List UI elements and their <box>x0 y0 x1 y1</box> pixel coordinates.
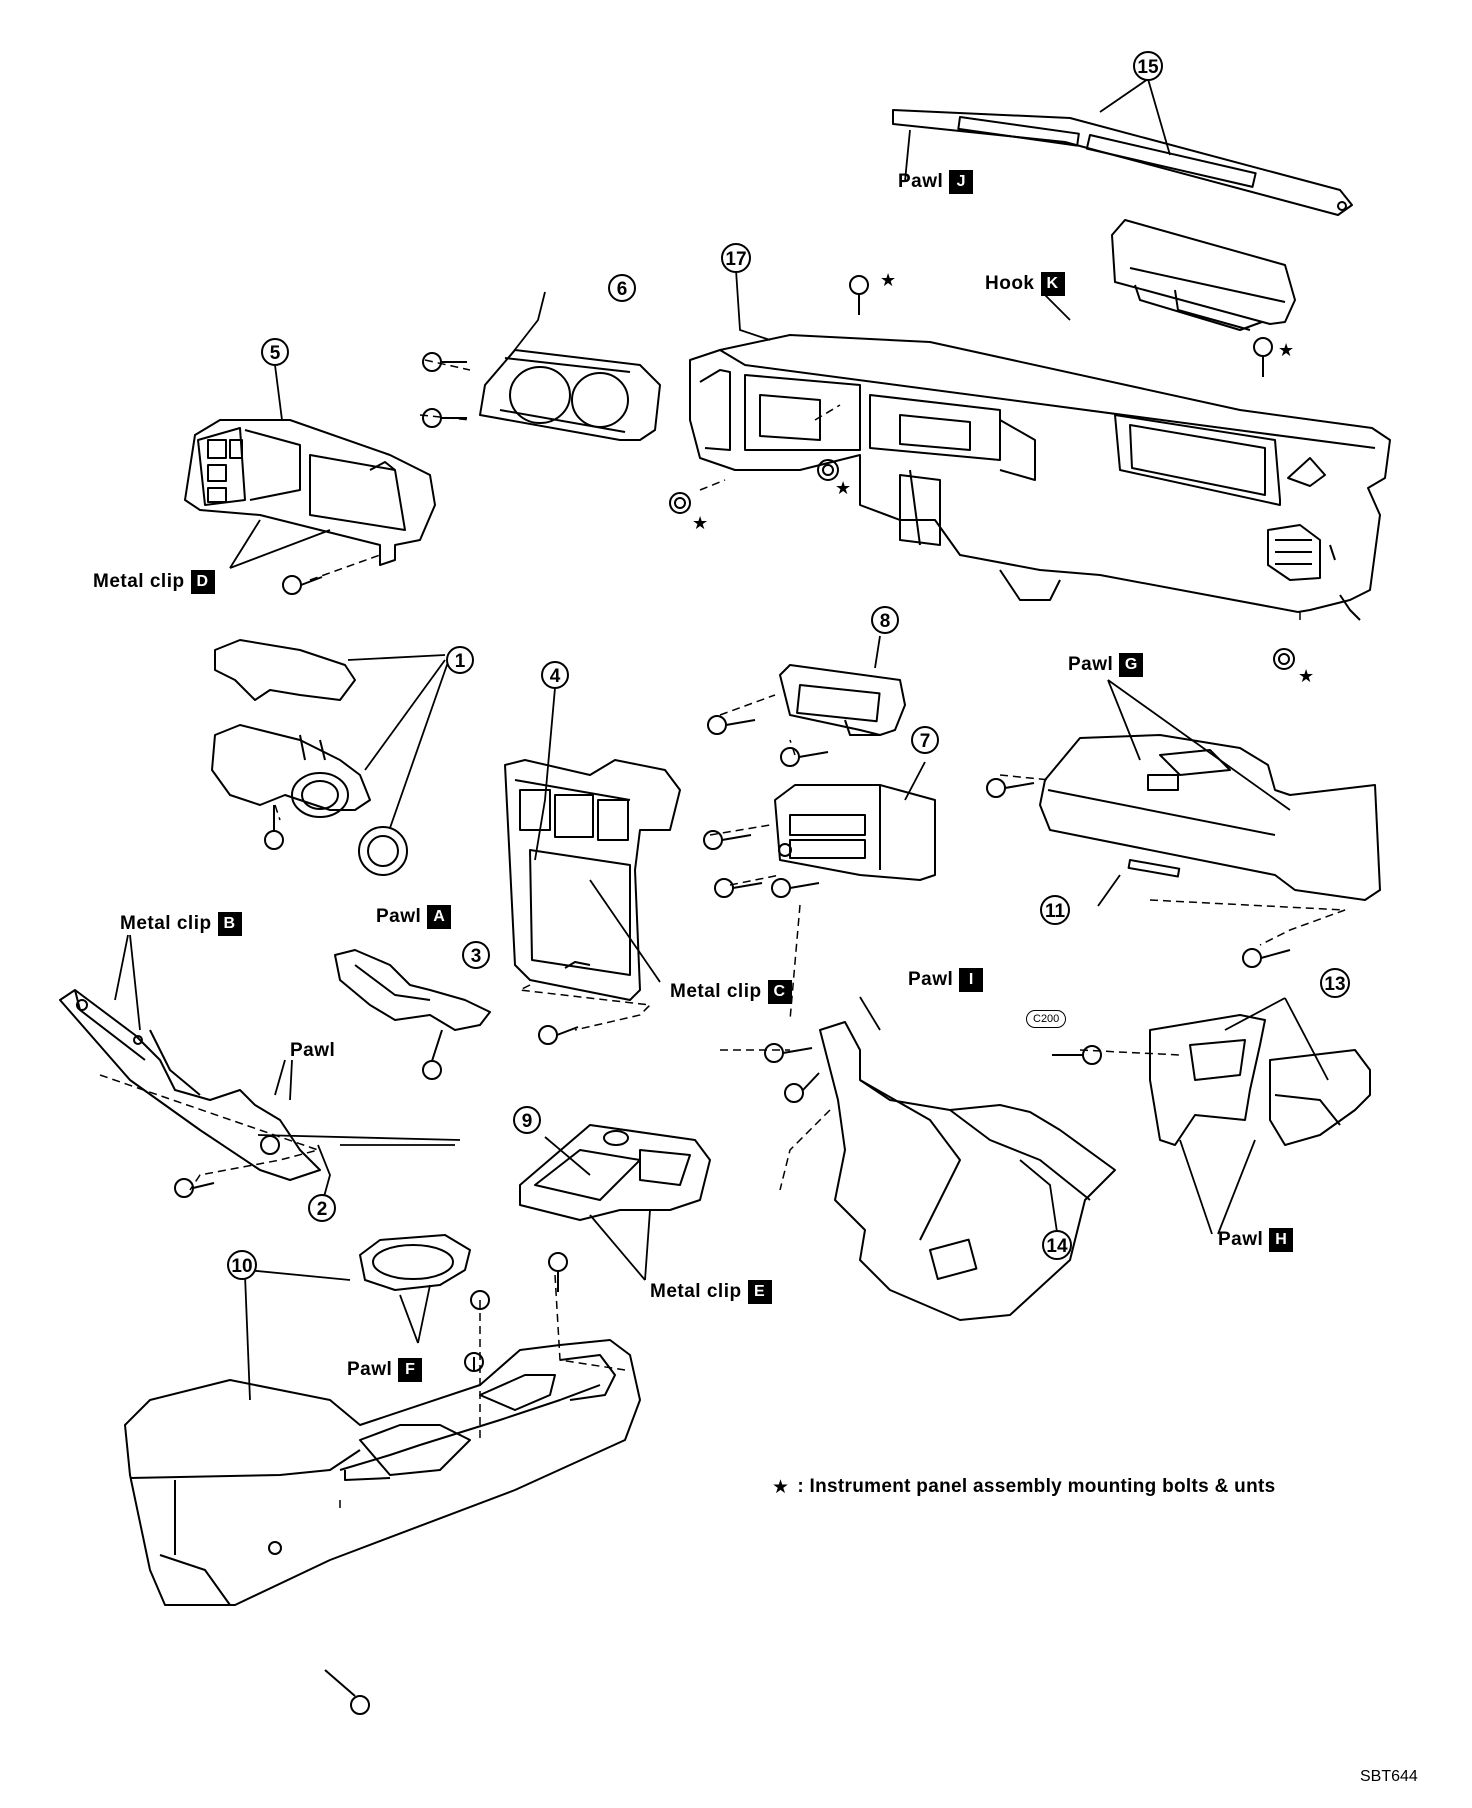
svg-text:1: 1 <box>455 651 466 672</box>
star-marker: ★ <box>692 513 709 534</box>
star-marker: ★ <box>1278 340 1295 361</box>
part-4-center-cluster <box>504 759 681 1001</box>
callout-14: 14 <box>1042 1230 1072 1260</box>
callout-8: 8 <box>871 606 899 634</box>
star-marker: ★ <box>880 270 897 291</box>
star-marker: ★ <box>835 478 852 499</box>
part-13-side-panel <box>1149 1014 1371 1146</box>
svg-text:7: 7 <box>920 731 931 752</box>
svg-text:11: 11 <box>1045 901 1066 922</box>
part-14-lower-cover <box>819 1021 1116 1321</box>
callout-4: 4 <box>541 661 569 689</box>
part-7-audio-unit <box>774 784 936 881</box>
callout-1: 1 <box>446 646 474 674</box>
label-pawl: Pawl <box>290 1040 336 1061</box>
part-1-column-cover <box>211 639 371 818</box>
part-5-cluster-lid <box>184 419 436 566</box>
callout-13: 13 <box>1320 968 1350 998</box>
legend-note: ★ : Instrument panel assembly mounting b… <box>772 1476 1275 1498</box>
svg-text:10: 10 <box>231 1256 252 1277</box>
callout-5: 5 <box>261 338 289 366</box>
screws <box>174 275 1295 1715</box>
callout-6: 6 <box>608 274 636 302</box>
svg-text:2: 2 <box>317 1199 328 1220</box>
part-number-callouts: 1 2 3 4 5 6 7 8 9 10 11 13 14 15 17 <box>227 51 1350 1280</box>
callout-9: 9 <box>513 1106 541 1134</box>
part-10-console-box <box>124 1339 641 1606</box>
callout-15: 15 <box>1133 51 1163 81</box>
svg-text:6: 6 <box>617 279 628 300</box>
svg-text:9: 9 <box>522 1111 533 1132</box>
callout-11: 11 <box>1040 895 1070 925</box>
svg-text:4: 4 <box>550 666 561 687</box>
callout-7: 7 <box>911 726 939 754</box>
part-11-glove-box <box>1039 734 1381 901</box>
part-9-console-finisher <box>519 1124 711 1221</box>
callout-2: 2 <box>308 1194 336 1222</box>
callout-10: 10 <box>227 1250 257 1280</box>
svg-text:13: 13 <box>1324 974 1345 995</box>
connector-label: C200 <box>1026 1010 1067 1028</box>
pawl-a-ring <box>358 826 408 876</box>
part-6-combination-meter <box>479 349 661 441</box>
star-marker: ★ <box>1298 666 1315 687</box>
svg-text:8: 8 <box>880 611 891 632</box>
svg-text:15: 15 <box>1137 57 1159 78</box>
part-2-lower-panel <box>59 989 321 1181</box>
callout-17: 17 <box>721 243 751 273</box>
part-8-ac-control <box>779 664 906 736</box>
part-15-defroster-grille <box>892 109 1353 216</box>
figure-code: SBT644 <box>1360 1768 1418 1785</box>
callout-3: 3 <box>462 941 490 969</box>
svg-text:5: 5 <box>270 343 281 364</box>
svg-text:14: 14 <box>1046 1236 1068 1257</box>
part-17-instrument-panel <box>689 334 1391 621</box>
part-10-console-finisher <box>359 1234 471 1291</box>
legend-text: : Instrument panel assembly mounting bol… <box>797 1476 1276 1497</box>
part-3-knee-protector <box>334 949 491 1031</box>
svg-text:17: 17 <box>725 249 746 270</box>
svg-text:3: 3 <box>471 946 482 967</box>
legend-star: ★ <box>772 1476 790 1498</box>
airbag-module <box>1111 219 1296 331</box>
